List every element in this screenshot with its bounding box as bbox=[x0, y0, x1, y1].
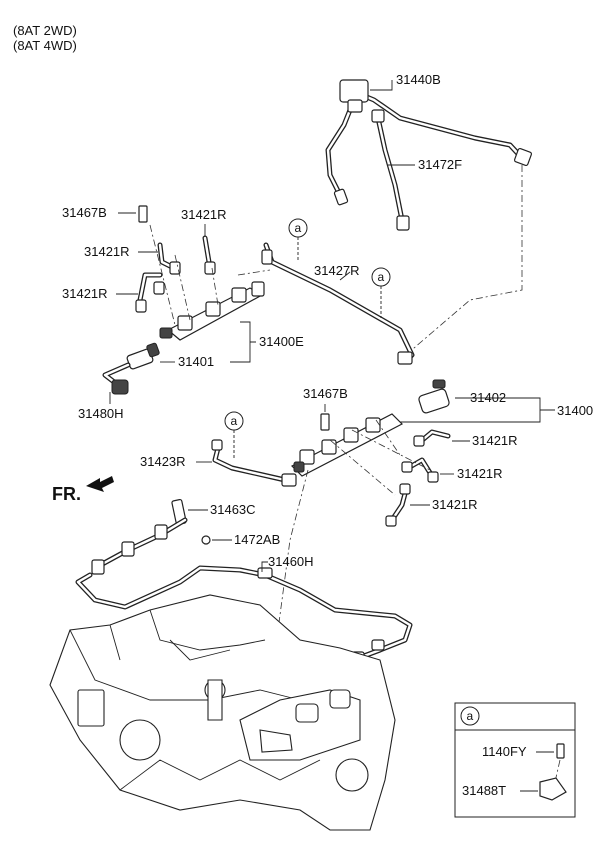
pressure-valve-31402 bbox=[418, 379, 450, 414]
detail-box-a: a 1140FY 31488T bbox=[454, 702, 576, 818]
fuel-pipe-31427R bbox=[261, 242, 415, 365]
front-arrow-icon bbox=[86, 476, 114, 492]
label-31467B-top: 31467B bbox=[62, 205, 107, 220]
bolt-31467B-mid bbox=[320, 413, 330, 431]
fuel-pressure-sensor-31401 bbox=[126, 342, 160, 370]
leader-31400E bbox=[230, 321, 256, 363]
fuel-rail-31400 bbox=[290, 413, 404, 477]
label-31463C: 31463C bbox=[210, 502, 256, 517]
fuel-return-hose-31460H bbox=[75, 517, 413, 687]
fuel-pipe-31472F bbox=[371, 109, 410, 231]
variant-line-2: (8AT 4WD) bbox=[13, 38, 77, 53]
callout-a-2: a bbox=[371, 267, 391, 318]
pipe-bracket bbox=[339, 79, 369, 103]
label-1140FY: 1140FY bbox=[482, 744, 527, 759]
detail-marker: a bbox=[467, 709, 474, 723]
fuel-feed-pipe-31440B bbox=[325, 79, 533, 206]
detail-marker-circle bbox=[460, 706, 480, 726]
pipe-fitting bbox=[513, 147, 533, 167]
label-31480H: 31480H bbox=[78, 406, 124, 421]
variant-line-1: (8AT 2WD) bbox=[13, 23, 77, 38]
leader-31427R bbox=[339, 271, 351, 281]
label-31421R-b: 31421R bbox=[84, 244, 130, 259]
clip-31488T bbox=[539, 777, 567, 801]
label-31472F: 31472F bbox=[418, 157, 462, 172]
label-31488T: 31488T bbox=[462, 783, 506, 798]
label-31421R-c: 31421R bbox=[62, 286, 108, 301]
bolt-31467B bbox=[138, 205, 148, 223]
front-direction-indicator: FR. bbox=[52, 476, 114, 504]
svg-text:a: a bbox=[378, 270, 385, 284]
label-31401: 31401 bbox=[178, 354, 214, 369]
fuel-rail-31400E bbox=[159, 281, 265, 341]
injector-line-31421R-right-2 bbox=[401, 457, 439, 483]
leader-31440B bbox=[370, 80, 393, 91]
label-31421R-a: 31421R bbox=[181, 207, 227, 222]
leader-31460H bbox=[261, 561, 268, 572]
label-31421R-f: 31421R bbox=[432, 497, 478, 512]
label-31427R: 31427R bbox=[314, 263, 360, 278]
svg-text:a: a bbox=[231, 414, 238, 428]
svg-text:a: a bbox=[295, 221, 302, 235]
injector-line-31421R-right-1 bbox=[413, 429, 451, 447]
label-31421R-e: 31421R bbox=[457, 466, 503, 481]
label-31421R-d: 31421R bbox=[472, 433, 518, 448]
label-31400: 31400 bbox=[557, 403, 593, 418]
label-31440B: 31440B bbox=[396, 72, 441, 87]
label-31460H: 31460H bbox=[268, 554, 314, 569]
label-1472AB: 1472AB bbox=[234, 532, 280, 547]
svg-text:FR.: FR. bbox=[52, 484, 81, 504]
callout-a-1: a bbox=[288, 218, 308, 262]
callout-a-3: a bbox=[224, 411, 244, 460]
label-31402: 31402 bbox=[470, 390, 506, 405]
injector-line-31421R-right-3 bbox=[385, 483, 411, 527]
label-31400E: 31400E bbox=[259, 334, 304, 349]
label-31423R: 31423R bbox=[140, 454, 186, 469]
leader-31402-31400 bbox=[400, 397, 555, 423]
injector-line-31421R-left bbox=[135, 235, 216, 313]
fuel-pipe-31423R bbox=[211, 439, 297, 487]
sensor-harness-31480H bbox=[102, 362, 131, 395]
engine-block bbox=[49, 594, 396, 831]
label-31467B-mid: 31467B bbox=[303, 386, 348, 401]
bolt-1140FY bbox=[556, 743, 565, 759]
bolt-1472AB bbox=[201, 535, 211, 545]
